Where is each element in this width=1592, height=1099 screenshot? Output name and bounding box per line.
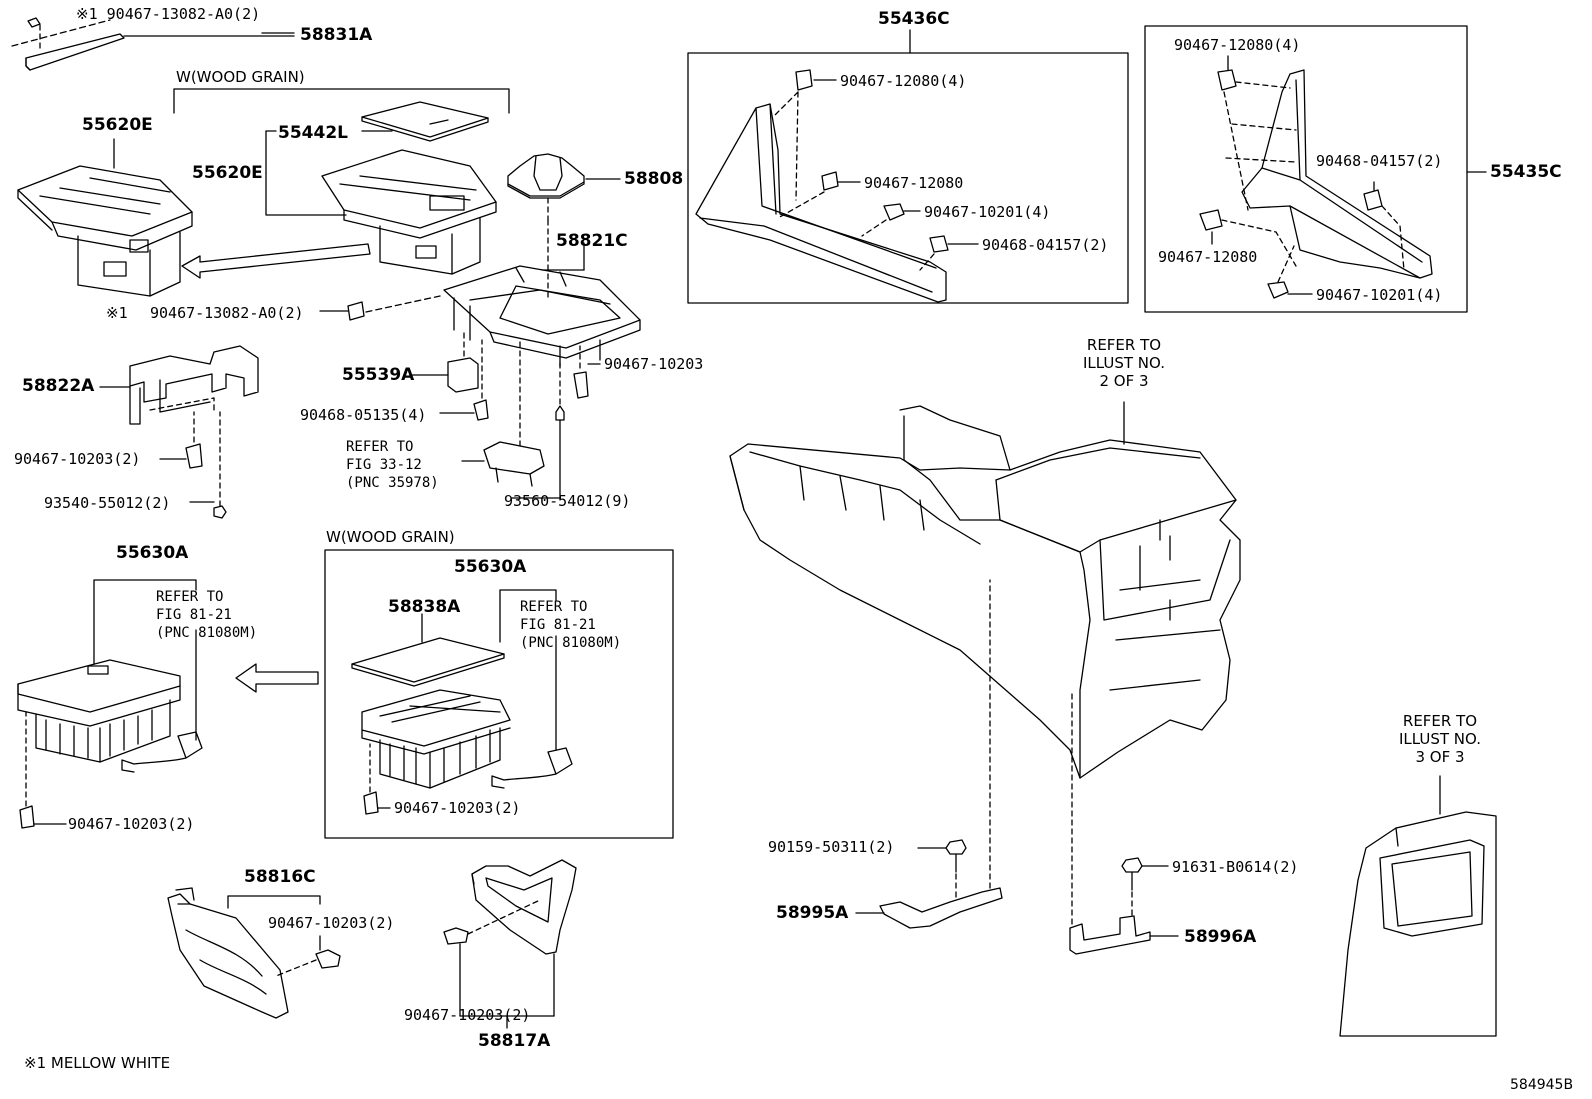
wire-connector-left (122, 732, 202, 772)
panel-58831a-drawing (12, 18, 124, 70)
box-wood-grain-drawing (362, 690, 510, 788)
refer-illust-2-of-3: REFER TO ILLUST NO. 2 OF 3 (1082, 336, 1165, 390)
arrow-left-upper (182, 244, 370, 278)
pnc-58816c: 58816C (244, 867, 316, 887)
box-55436c (688, 53, 1128, 303)
part-label-10203-58822a: 90467-10203(2) (14, 450, 141, 468)
refer-fig-33-12: REFER TO FIG 33-12 (PNC 35978) (346, 439, 439, 491)
drawing-id: 584945B (1510, 1077, 1574, 1093)
panel-55435c-drawing (1242, 70, 1432, 278)
clip-10203-55630a (20, 806, 34, 828)
shift-assembly-ref-drawing (484, 442, 544, 486)
wood-grain-label-box: W(WOOD GRAIN) (326, 528, 455, 546)
main-console-drawing (730, 406, 1240, 778)
console-upper-55620e-drawing (18, 166, 192, 296)
pnc-55436c: 55436C (878, 9, 950, 29)
box-55630a-drawing (18, 660, 180, 762)
clip-mid-13082 (348, 302, 364, 320)
part-label-435-12080: 90467-12080 (1158, 248, 1258, 266)
pnc-55630a-b: 55630A (454, 557, 527, 577)
part-label-10203-55630a: 90467-10203(2) (68, 815, 195, 833)
clip-10203-58817a (444, 928, 468, 944)
clip-10203-box (364, 792, 378, 814)
box-55435c (1145, 26, 1467, 312)
rear-panel-drawing (1340, 812, 1496, 1036)
part-label-436-12080: 90467-12080 (864, 174, 964, 192)
cover-58817a-drawing (472, 860, 576, 954)
pnc-58996a: 58996A (1184, 927, 1257, 947)
console-55442l-drawing (322, 150, 496, 274)
clip-436-12080 (822, 172, 838, 190)
clip-10203-58816c (316, 950, 340, 968)
clip-435-04157-2 (1364, 190, 1382, 210)
clip-435-12080-4 (1218, 70, 1236, 90)
bolt-91631 (1122, 858, 1142, 890)
clip-435-10201-4 (1268, 282, 1288, 298)
refer-illust-3-of-3: REFER TO ILLUST NO. 3 OF 3 (1398, 712, 1481, 766)
part-label-93560: 93560-54012(9) (504, 492, 631, 510)
part-label-435-12080-4: 90467-12080(4) (1174, 36, 1301, 54)
refer-fig-81-21-box: REFER TO FIG 81-21 (PNC 81080M) (520, 599, 622, 651)
wood-grain-label-top: W(WOOD GRAIN) (176, 68, 305, 86)
part-label-top-clip: ※1 90467-13082-A0(2) (76, 5, 261, 23)
part-label-436-12080-4: 90467-12080(4) (840, 72, 967, 90)
pnc-58831a: 58831A (300, 25, 373, 45)
knob-58808-drawing (508, 154, 584, 198)
clip-436-10201-4 (884, 204, 904, 220)
part-label-10203-box: 90467-10203(2) (394, 799, 521, 817)
pnc-58838a: 58838A (388, 597, 461, 617)
screw-93560 (556, 406, 564, 420)
bezel-58821c-drawing (444, 266, 640, 366)
part-label-435-10201-4: 90467-10201(4) (1316, 286, 1443, 304)
pnc-55435c: 55435C (1490, 162, 1562, 182)
panel-55436c-drawing (696, 104, 946, 302)
refer-fig-81-21-left: REFER TO FIG 81-21 (PNC 81080M) (156, 589, 258, 641)
part-label-93540: 93540-55012(2) (44, 494, 171, 512)
wood-grain-bracket (174, 89, 509, 113)
pnc-58821c: 58821C (556, 231, 628, 251)
box-wood-grain-55630a (325, 550, 673, 838)
part-label-05135: 90468-05135(4) (300, 406, 427, 424)
clip-435-12080 (1200, 210, 1222, 230)
part-label-436-04157-2: 90468-04157(2) (982, 236, 1109, 254)
bracket-58995a-drawing (880, 888, 1002, 928)
pnc-55442l: 55442L (278, 123, 348, 143)
bolt-90159 (946, 840, 966, 872)
part-label-mid-clip: 90467-13082-A0(2) (150, 304, 304, 322)
clip-10203-58822a (186, 444, 202, 468)
bracket-58822a-drawing (130, 346, 258, 424)
arrow-left-mid (236, 664, 318, 692)
clip-436-04157-2 (930, 236, 948, 252)
pnc-58808: 58808 (624, 169, 684, 189)
pnc-55539a: 55539A (342, 365, 415, 385)
pnc-58822a: 58822A (22, 376, 95, 396)
bracket-58996a-drawing (1070, 916, 1150, 954)
screw-93540 (214, 506, 226, 518)
clip-mid-mark: ※1 (106, 304, 128, 322)
pnc-55630a-a: 55630A (116, 543, 189, 563)
lid-58838a-drawing (352, 638, 504, 686)
part-label-90159: 90159-50311(2) (768, 838, 895, 856)
wire-connector-box (492, 748, 572, 788)
pnc-55620e-b: 55620E (192, 163, 263, 183)
part-label-10203-right: 90467-10203 (604, 355, 704, 373)
part-label-436-10201-4: 90467-10201(4) (924, 203, 1051, 221)
clip-436-12080-4 (796, 70, 812, 90)
part-label-91631: 91631-B0614(2) (1172, 858, 1299, 876)
part-label-10203-58817a: 90467-10203(2) (404, 1006, 531, 1024)
clip-05135 (474, 400, 488, 420)
block-55539a-drawing (448, 358, 478, 392)
footnote: ※1 MELLOW WHITE (24, 1054, 171, 1072)
lid-55442l-drawing (362, 102, 488, 141)
pnc-58817a: 58817A (478, 1031, 551, 1051)
cover-58816c-drawing (168, 888, 288, 1018)
pnc-58995a: 58995A (776, 903, 849, 923)
part-label-10203-58816c: 90467-10203(2) (268, 914, 395, 932)
part-label-435-04157-2: 90468-04157(2) (1316, 152, 1443, 170)
clip-10203-right (574, 372, 588, 398)
pnc-55620e-a: 55620E (82, 115, 153, 135)
